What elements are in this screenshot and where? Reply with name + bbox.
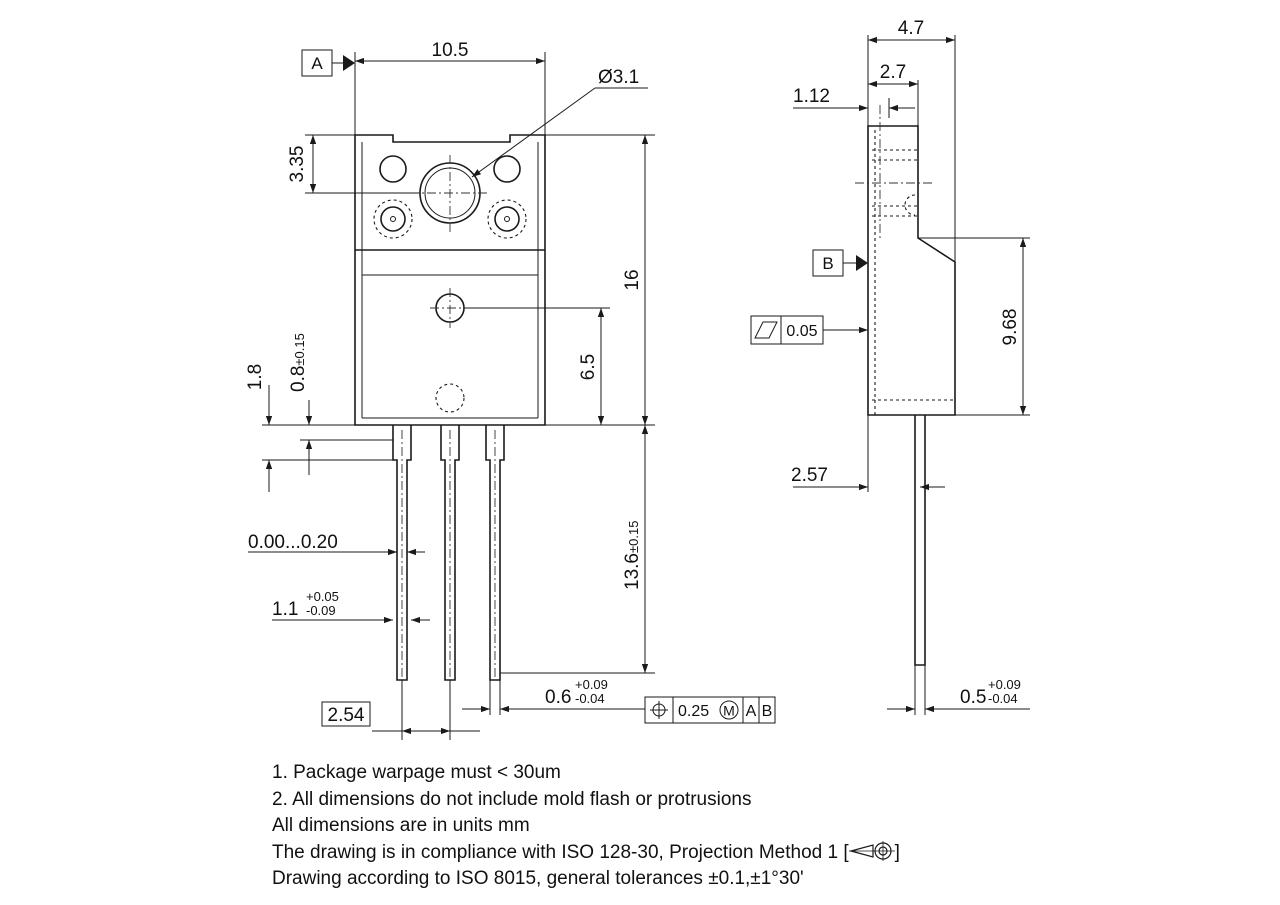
note-mold-flash: 2. All dimensions do not include mold fl…: [272, 788, 752, 810]
dim-shoulder-tol: ±0.15: [292, 333, 307, 365]
dim-tab-thickness-2-7: 2.7: [880, 62, 906, 83]
side-view: 4.7 2.7 1.12 B 0.05 9.68 2.57: [750, 18, 1030, 715]
position-tol-value: 0.25: [678, 703, 709, 720]
dim-lower-hole-6-5: 6.5: [578, 354, 599, 380]
front-view: A 10.5 Ø3.1 3.35 16 6.5 1.8: [245, 40, 776, 740]
pitch-basic-box: [321, 701, 371, 727]
side-body-outline: [867, 125, 956, 416]
note-projection-end: ]: [894, 841, 900, 863]
position-tol-datum-a: A: [746, 703, 757, 720]
dim-lead-width-1-1: 1.1: [272, 599, 298, 620]
dim-side-lead-thickness-0-5: 0.5: [960, 687, 986, 708]
svg-text:13.6±0.15: 13.6±0.15: [622, 521, 643, 590]
position-tol-modifier: M: [723, 703, 735, 719]
dim-tab-offset-1-12: 1.12: [793, 86, 830, 107]
dim-lead-length-13-6: 13.6: [622, 553, 643, 590]
datum-b-label: B: [822, 254, 833, 273]
dim-standoff-1-8: 1.8: [245, 364, 266, 390]
note-projection: The drawing is in compliance with ISO 12…: [272, 840, 1072, 867]
ejector-pin-left: [373, 199, 413, 239]
svg-text:0.8±0.15: 0.8±0.15: [288, 333, 309, 392]
dim-total-thickness-4-7: 4.7: [898, 18, 924, 39]
dim-lead-width-tol-plus: +0.05: [306, 589, 339, 604]
flatness-value: 0.05: [786, 323, 817, 340]
package-body-outline: [354, 134, 546, 426]
lead-3: [485, 425, 505, 681]
small-hole-right: [493, 155, 521, 183]
flatness-symbol-icon: [754, 321, 778, 339]
note-projection-text: The drawing is in compliance with ISO 12…: [272, 841, 849, 863]
mmc-modifier-icon: [719, 700, 739, 720]
dim-shoulder-0-8: 0.8: [288, 366, 309, 392]
dim-lead-offset: 0.00...0.20: [248, 532, 338, 553]
first-angle-projection-icon: [848, 840, 895, 861]
drawing-notes: 1. Package warpage must < 30um 2. All di…: [272, 760, 1072, 893]
note-warpage: 1. Package warpage must < 30um: [272, 762, 561, 783]
dim-side-lead-tol-plus: +0.09: [988, 677, 1021, 692]
dim-pitch-2-54: 2.54: [328, 705, 365, 726]
dim-lead-thickness-tol-plus: +0.09: [575, 677, 608, 692]
dim-lead-thickness-tol-minus: -0.04: [575, 691, 605, 706]
note-units: All dimensions are in units mm: [272, 815, 530, 836]
side-lead: [914, 415, 926, 666]
lead-2: [440, 425, 460, 681]
dim-width-10-5: 10.5: [432, 40, 469, 61]
position-symbol-icon: [650, 701, 668, 719]
position-tolerance-frame: 0.25 M A B: [644, 696, 776, 724]
flatness-tolerance-frame: 0.05: [750, 315, 868, 345]
dim-lead-offset-2-57: 2.57: [791, 465, 828, 486]
ejector-pin-right: [487, 199, 527, 239]
note-iso8015: Drawing according to ISO 8015, general t…: [272, 868, 804, 889]
dim-lead-width-tol-minus: -0.09: [306, 603, 336, 618]
datum-a-label: A: [311, 54, 323, 73]
small-hole-left: [379, 155, 407, 183]
dim-hole-diameter: Ø3.1: [598, 67, 639, 88]
dim-side-height-9-68: 9.68: [1000, 309, 1021, 346]
dim-lead-thickness-0-6: 0.6: [545, 687, 571, 708]
dim-top-to-hole: 3.35: [287, 146, 308, 183]
dim-body-height-16: 16: [622, 269, 643, 290]
lower-ejector-mark: [435, 383, 465, 413]
dim-lead-length-tol: ±0.15: [626, 521, 641, 553]
dim-side-lead-tol-minus: -0.04: [988, 691, 1018, 706]
position-tol-datum-b: B: [762, 703, 773, 720]
